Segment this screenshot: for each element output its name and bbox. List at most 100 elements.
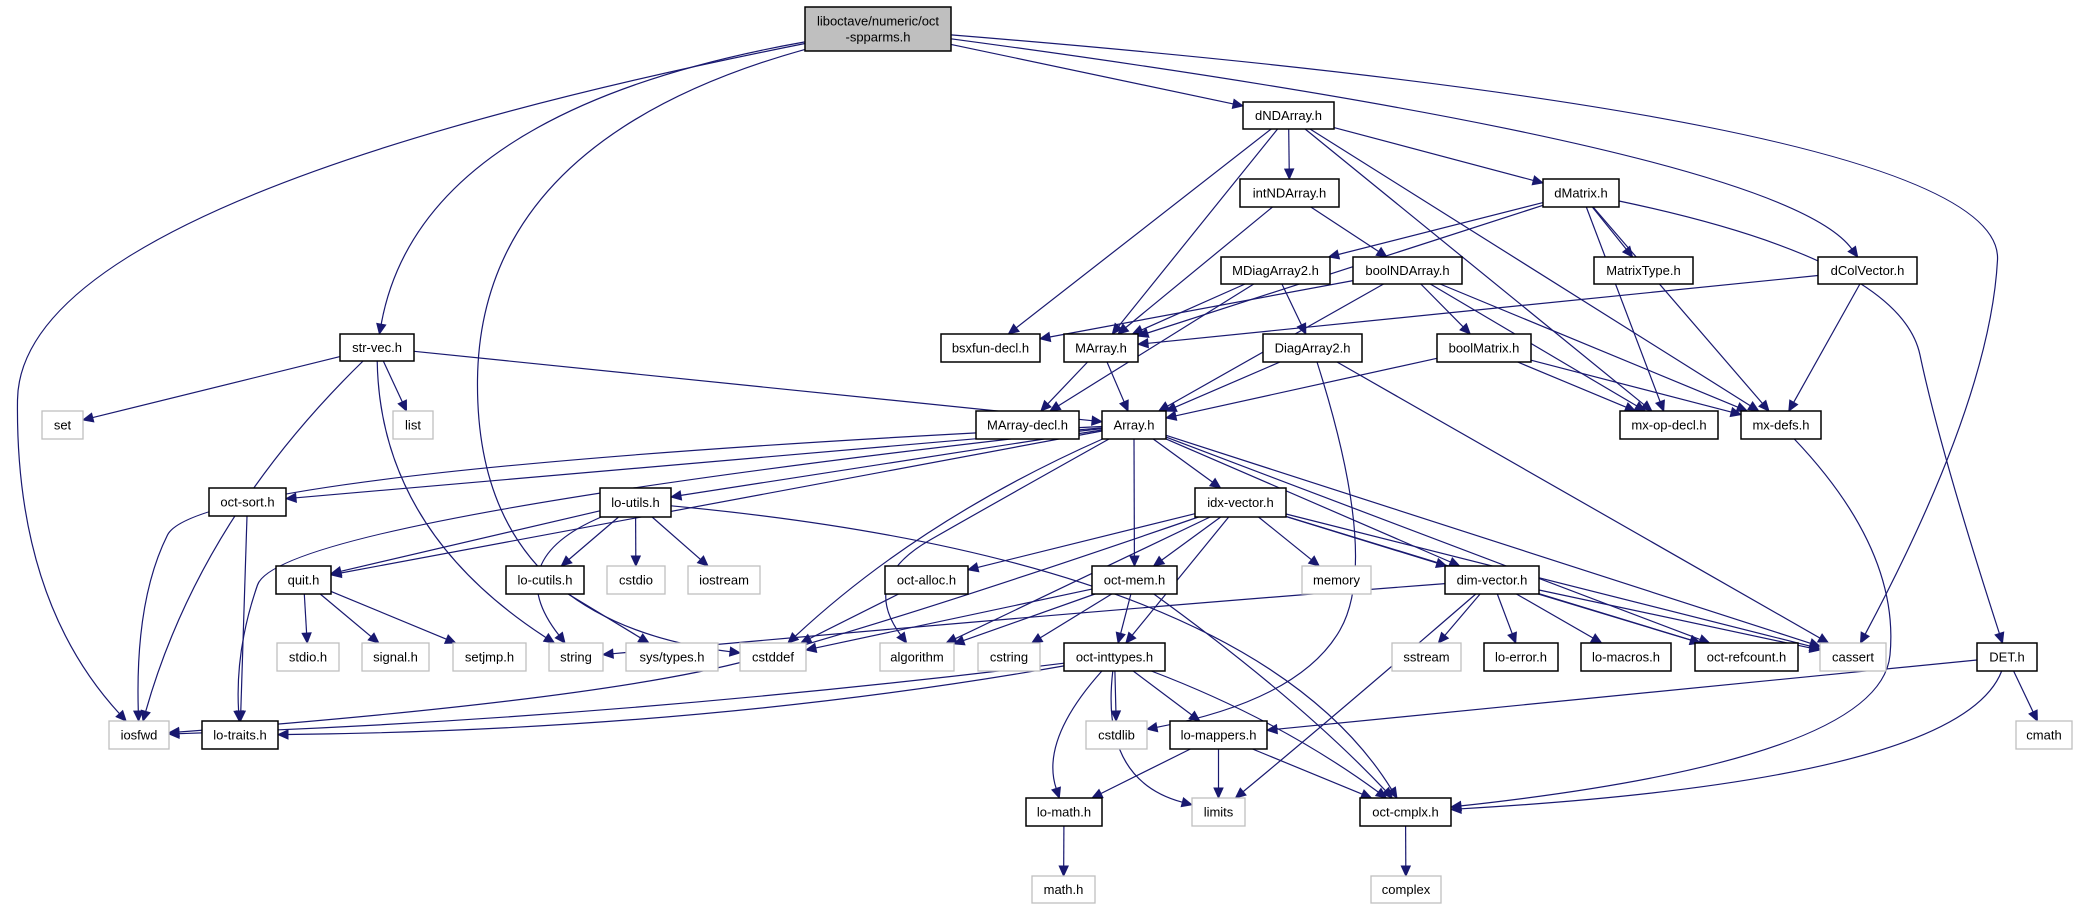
node-lotraits[interactable]: lo-traits.h [201, 720, 279, 750]
node-octmem[interactable]: oct-mem.h [1091, 565, 1178, 595]
edge-dMatrix-to-MArray [1136, 204, 1544, 338]
node-mxdefs[interactable]: mx-defs.h [1740, 410, 1822, 440]
node-matrixtype[interactable]: MatrixType.h [1593, 256, 1694, 285]
edge-line [950, 43, 1234, 105]
arrowhead-icon [1136, 337, 1149, 349]
node-box [41, 410, 84, 440]
arrowhead-icon [1327, 249, 1341, 260]
node-octinttypes[interactable]: oct-inttypes.h [1063, 642, 1166, 672]
node-loutils[interactable]: lo-utils.h [599, 487, 672, 518]
node-mdiagarray2[interactable]: MDiagArray2.h [1220, 256, 1331, 285]
node-box[interactable] [1091, 565, 1178, 595]
node-box[interactable] [884, 565, 969, 595]
node-box[interactable] [1817, 256, 1918, 285]
arrowhead-icon [1747, 400, 1760, 412]
arrowhead-icon [140, 709, 151, 723]
node-box[interactable] [1619, 410, 1719, 440]
node-box[interactable] [1593, 256, 1694, 285]
edge-line [1120, 593, 1132, 634]
node-box[interactable] [1580, 642, 1672, 672]
node-box[interactable] [599, 487, 672, 518]
node-box[interactable] [208, 487, 287, 517]
node-box[interactable] [1101, 410, 1167, 440]
node-label: mx-op-decl.h [1631, 418, 1706, 433]
arrowhead-icon [1091, 415, 1104, 426]
node-lomacros[interactable]: lo-macros.h [1580, 642, 1672, 672]
node-octrefcount[interactable]: oct-refcount.h [1694, 642, 1799, 672]
node-box[interactable] [1976, 642, 2038, 672]
node-box[interactable] [1352, 256, 1463, 285]
node-dndarray[interactable]: dNDArray.h [1242, 101, 1335, 130]
node-det[interactable]: DET.h [1976, 642, 2038, 672]
node-octsort[interactable]: oct-sort.h [208, 487, 287, 517]
node-box[interactable] [1359, 797, 1452, 827]
node-limits: limits [1191, 797, 1246, 827]
node-box[interactable] [339, 333, 415, 362]
node-quit[interactable]: quit.h [275, 565, 332, 595]
node-mxopdecl[interactable]: mx-op-decl.h [1619, 410, 1719, 440]
edge-line [2013, 670, 2034, 713]
arrowhead-icon [1117, 323, 1130, 335]
arrowhead-icon [1847, 245, 1859, 258]
node-box[interactable] [1220, 256, 1331, 285]
edge-line [1125, 206, 1273, 329]
node-label: dMatrix.h [1554, 186, 1607, 201]
node-box[interactable] [1694, 642, 1799, 672]
node-box[interactable] [1242, 101, 1335, 130]
node-bsxfun[interactable]: bsxfun-decl.h [940, 333, 1041, 363]
node-dimvector[interactable]: dim-vector.h [1444, 565, 1540, 595]
node-octcmplx[interactable]: oct-cmplx.h [1359, 797, 1452, 827]
node-box[interactable] [1025, 797, 1103, 827]
node-boolmatrix[interactable]: boolMatrix.h [1436, 333, 1532, 363]
node-array[interactable]: Array.h [1101, 410, 1167, 440]
node-locutils[interactable]: lo-cutils.h [505, 565, 585, 595]
node-box[interactable] [201, 720, 279, 750]
node-box[interactable] [1542, 178, 1620, 208]
node-label: iosfwd [121, 728, 158, 743]
edge-line [1131, 516, 1230, 636]
node-box[interactable] [1262, 333, 1363, 363]
node-box[interactable] [1444, 565, 1540, 595]
edge-line [413, 350, 1093, 422]
node-list: list [392, 410, 434, 440]
node-strvec[interactable]: str-vec.h [339, 333, 415, 362]
node-box[interactable] [275, 565, 332, 595]
node-box[interactable] [804, 6, 952, 52]
arrowhead-icon [728, 646, 742, 657]
node-idxvector[interactable]: idx-vector.h [1194, 487, 1287, 518]
node-lomappers[interactable]: lo-mappers.h [1169, 720, 1268, 750]
node-marray[interactable]: MArray.h [1063, 333, 1139, 363]
node-boolndarray[interactable]: boolNDArray.h [1352, 256, 1463, 285]
edge-line [1592, 206, 1763, 404]
node-box[interactable] [975, 410, 1080, 440]
node-box[interactable] [1169, 720, 1268, 750]
edge-Array-to-cassert [1165, 434, 1822, 649]
arrowhead-icon [1208, 477, 1222, 489]
node-box[interactable] [505, 565, 585, 595]
node-loerror[interactable]: lo-error.h [1483, 642, 1559, 672]
node-box [625, 642, 719, 672]
node-box[interactable] [1483, 642, 1559, 672]
node-box[interactable] [940, 333, 1041, 363]
arrowhead-icon [1375, 246, 1388, 258]
edge-line [955, 516, 1211, 640]
node-box[interactable] [1740, 410, 1822, 440]
node-root[interactable]: liboctave/numeric/oct-spparms.h [804, 6, 952, 52]
node-diagarray2[interactable]: DiagArray2.h [1262, 333, 1363, 363]
node-box[interactable] [1063, 642, 1166, 672]
node-lomath[interactable]: lo-math.h [1025, 797, 1103, 827]
arrowhead-icon [1758, 399, 1770, 412]
node-intndarray[interactable]: intNDArray.h [1239, 178, 1340, 208]
node-label: lo-error.h [1495, 650, 1547, 665]
node-marraydecl[interactable]: MArray-decl.h [975, 410, 1080, 440]
node-box[interactable] [1436, 333, 1532, 363]
node-dcolvector[interactable]: dColVector.h [1817, 256, 1918, 285]
node-box[interactable] [1063, 333, 1139, 363]
arrowhead-icon [1234, 787, 1247, 799]
node-dmatrix[interactable]: dMatrix.h [1542, 178, 1620, 208]
node-box[interactable] [1194, 487, 1287, 518]
node-octalloc[interactable]: oct-alloc.h [884, 565, 969, 595]
node-box [1391, 642, 1462, 672]
node-box[interactable] [1239, 178, 1340, 208]
arrowhead-icon [1654, 399, 1665, 413]
